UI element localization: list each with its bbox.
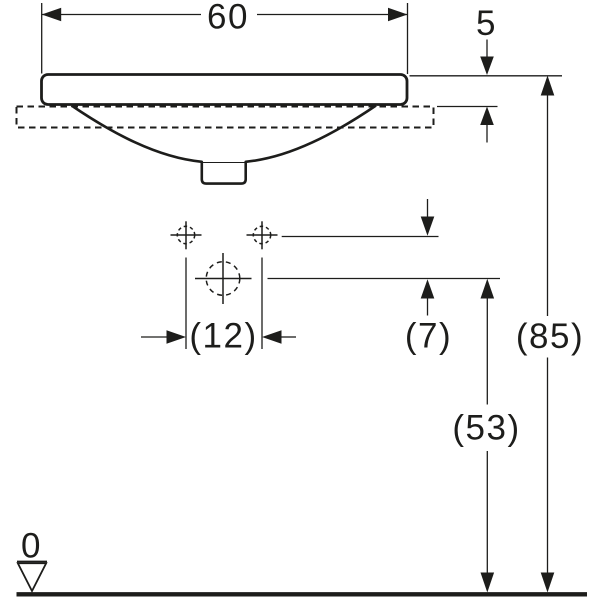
rim-thickness-label: 5	[476, 4, 497, 43]
supply-drain-offset-label: (7)	[405, 317, 452, 356]
arrowhead-left-icon	[41, 7, 62, 22]
basin-rim	[40, 73, 409, 106]
arrowhead-down-icon	[480, 572, 495, 593]
floor-datum-label: 0	[21, 527, 42, 566]
arrowhead-up-icon	[480, 278, 495, 299]
tap-hole-spacing-label: (12)	[189, 317, 257, 356]
dimension-supply-drain-offset: (7)	[267, 199, 500, 356]
arrowhead-up-icon	[480, 106, 494, 125]
tap-hole-left-icon	[170, 221, 202, 250]
arrowhead-down-icon	[540, 572, 555, 593]
drain-height-label: (53)	[452, 409, 520, 448]
floor-datum: 0	[16, 527, 587, 597]
basin-bowl	[70, 104, 377, 185]
tap-hole-right-icon	[246, 221, 278, 250]
arrowhead-right-icon	[388, 7, 408, 22]
dimension-overall-width: 60	[41, 0, 409, 74]
drain-outlet-icon	[195, 253, 252, 304]
washbasin-outline	[15, 73, 435, 185]
arrowhead-right-icon	[166, 330, 186, 344]
overall-width-label: 60	[207, 0, 249, 37]
arrowhead-down-icon	[420, 216, 435, 236]
dimension-rim-height: (85)	[516, 75, 584, 593]
arrowhead-up-icon	[420, 279, 435, 299]
dimension-tap-hole-spacing: (12)	[141, 257, 296, 356]
datum-triangle-icon	[16, 562, 48, 593]
arrowhead-up-icon	[540, 75, 555, 96]
arrowhead-left-icon	[262, 330, 282, 344]
dimension-drain-height: (53)	[452, 278, 520, 593]
dimension-rim-thickness: 5	[409, 4, 562, 143]
arrowhead-down-icon	[480, 56, 494, 75]
rim-height-label: (85)	[516, 317, 584, 356]
